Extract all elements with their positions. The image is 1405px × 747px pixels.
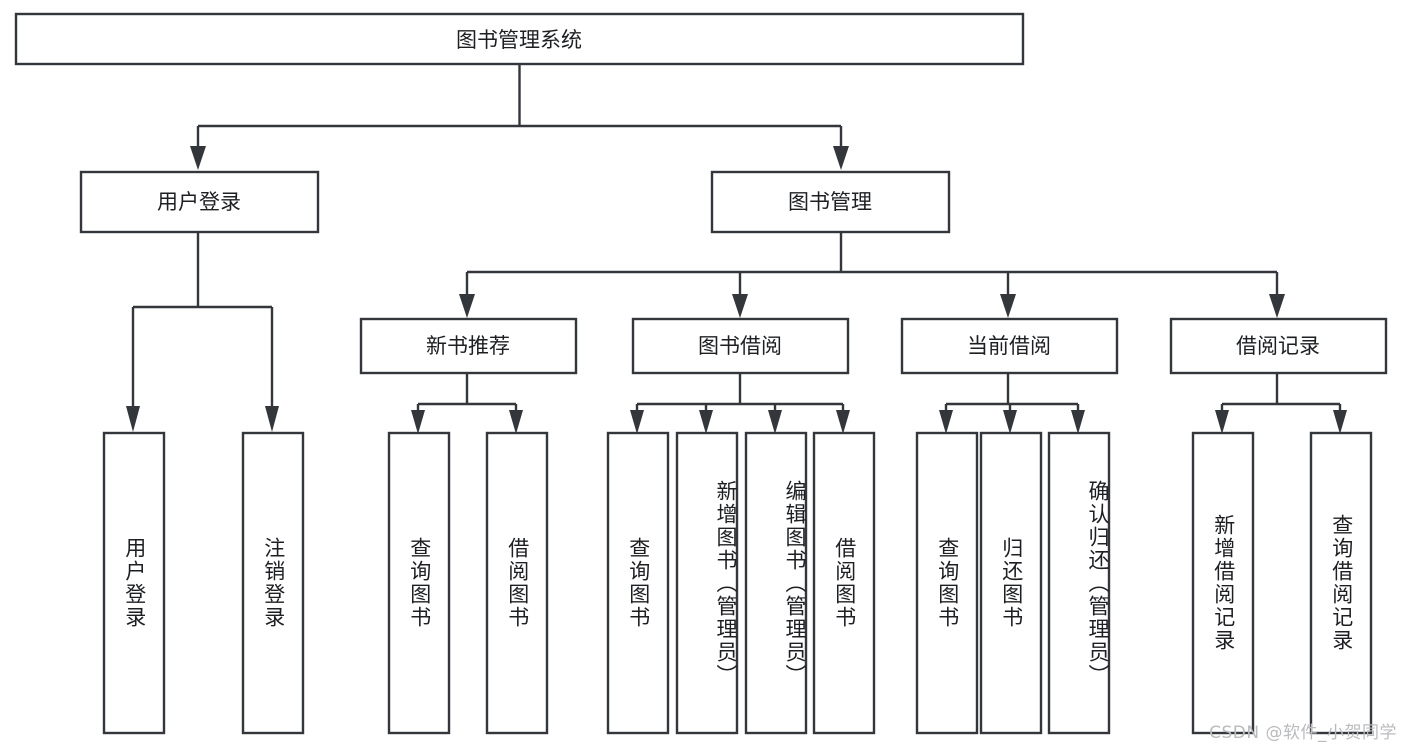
node-current-borrow-label: 当前借阅 [967,334,1051,358]
node-root[interactable]: 图书管理系统 [14,12,1025,66]
leaf-user-login-box[interactable] [102,431,166,735]
connector-group-current-borrow [939,373,1085,434]
watermark-text: CSDN @软件_小贺同学 [1209,723,1397,743]
arrowhead-leaf-user-login [126,406,140,432]
arrowhead-new-book-recommend [459,294,475,318]
arrowhead-user-login [190,146,206,170]
arrowhead-leaf-query-record [1333,410,1347,434]
arrowhead-book-manage [833,146,849,170]
node-new-book-recommend-label: 新书推荐 [426,334,510,358]
node-borrow-record-box[interactable] [1169,317,1388,375]
leaf-query-book-3-box[interactable] [915,431,979,735]
node-current-borrow[interactable]: 当前借阅 [900,317,1119,375]
leaf-boxes [102,431,1373,735]
node-user-login-label: 用户登录 [157,190,241,214]
connector-group-book-manage [459,232,1285,318]
arrowhead-borrow-record [1269,294,1285,318]
connector-group-borrow-record [1215,373,1347,434]
leaf-query-record-box[interactable] [1309,431,1373,735]
arrowhead-leaf-query-book-2 [630,410,644,434]
node-book-borrow-box[interactable] [631,317,850,375]
arrowhead-leaf-add-book [699,410,713,434]
leaf-user-logout-box[interactable] [241,431,305,735]
node-user-login-box[interactable] [79,170,320,234]
node-borrow-record-label: 借阅记录 [1236,334,1320,358]
node-book-borrow-label: 图书借阅 [698,334,782,358]
leaf-return-book-box[interactable] [979,431,1043,735]
leaf-borrow-book-1-box[interactable] [485,431,549,735]
leaf-borrow-book-2-box[interactable] [812,431,876,735]
arrowhead-leaf-query-book-1 [411,410,425,434]
arrowhead-leaf-borrow-book-2 [836,410,850,434]
arrowhead-leaf-edit-book [768,410,782,434]
node-new-book-recommend-box[interactable] [359,317,578,375]
arrowhead-leaf-return-book [1003,410,1017,434]
leaf-confirm-return-box[interactable] [1047,431,1111,735]
connector-group-book-borrow [630,373,850,434]
arrowhead-book-borrow [732,294,748,318]
leaf-query-book-1-box[interactable] [387,431,451,735]
arrowhead-leaf-add-record [1215,410,1229,434]
leaf-edit-book-box[interactable] [744,431,808,735]
node-book-manage-label: 图书管理 [788,190,872,214]
node-root-label: 图书管理系统 [456,28,582,52]
node-borrow-record[interactable]: 借阅记录 [1169,317,1388,375]
node-current-borrow-box[interactable] [900,317,1119,375]
connector-group-user-login [126,232,279,432]
connector-group-new-book-recommend [411,373,523,434]
node-root-box[interactable] [14,12,1025,66]
leaf-add-record-box[interactable] [1191,431,1255,735]
connector-group-root [190,64,849,170]
node-user-login[interactable]: 用户登录 [79,170,320,234]
arrowhead-leaf-user-logout [265,406,279,432]
arrowhead-leaf-query-book-3 [939,410,953,434]
arrowhead-leaf-borrow-book-1 [509,410,523,434]
arrowhead-current-borrow [1000,294,1016,318]
arrowhead-leaf-confirm-return [1071,410,1085,434]
node-book-manage-box[interactable] [710,170,951,234]
node-book-borrow[interactable]: 图书借阅 [631,317,850,375]
node-new-book-recommend[interactable]: 新书推荐 [359,317,578,375]
node-book-manage[interactable]: 图书管理 [710,170,951,234]
leaf-add-book-box[interactable] [675,431,739,735]
leaf-query-book-2-box[interactable] [606,431,670,735]
